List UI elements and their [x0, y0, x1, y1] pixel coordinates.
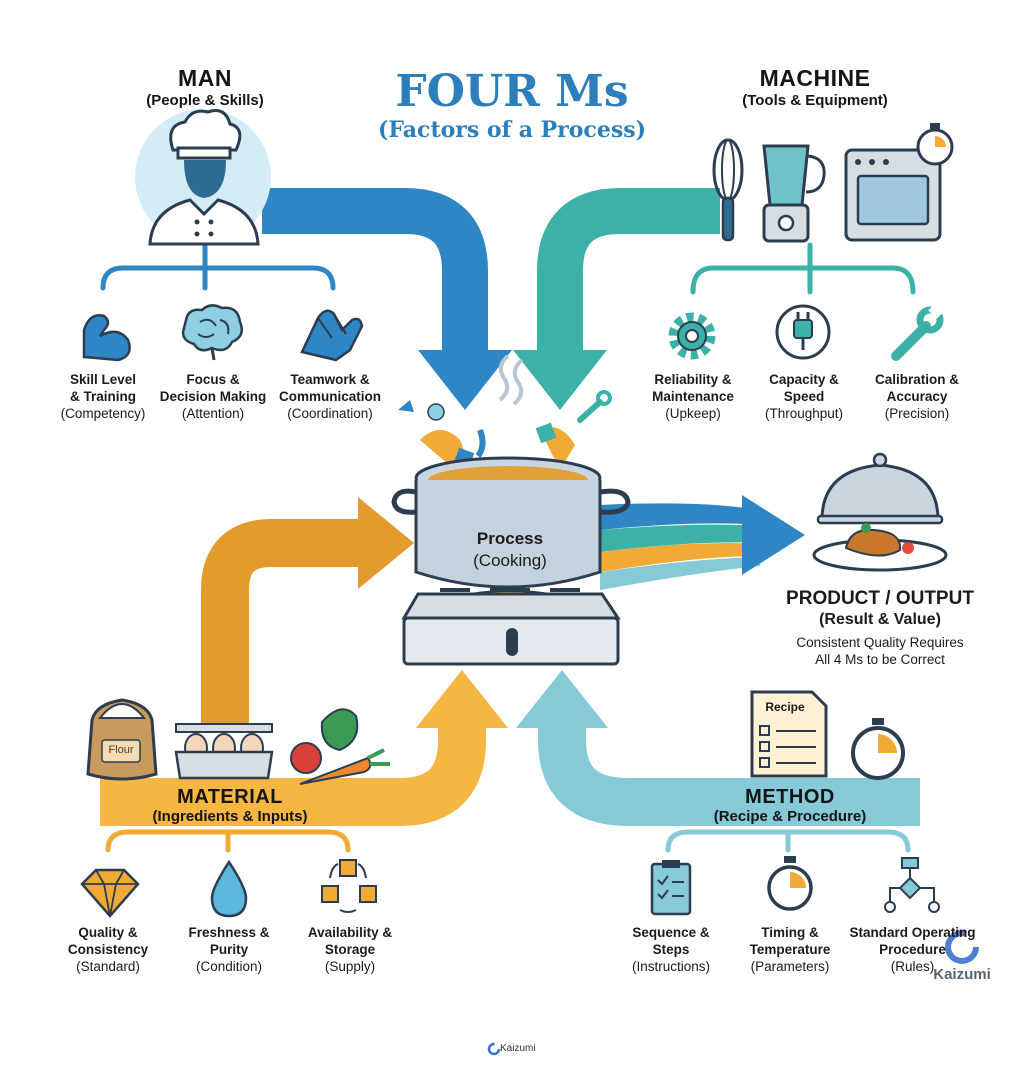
power-plug-icon	[775, 304, 831, 360]
material-item-freshness: Freshness &Purity(Condition)	[188, 925, 270, 974]
gear-icon	[668, 312, 716, 360]
method-subheading: (Recipe & Procedure)	[713, 808, 867, 825]
material-item-availability: Availability &Storage(Supply)	[307, 925, 393, 974]
stove-icon	[401, 588, 621, 666]
method-item-timing: Timing &Temperature(Parameters)	[749, 925, 831, 974]
watermark-text: Kaizumi	[933, 966, 991, 983]
man-connector	[100, 242, 336, 291]
material-item-quality: Quality &Consistency(Standard)	[67, 925, 149, 974]
cooking-pot-icon	[391, 456, 631, 589]
blender-icon	[762, 144, 826, 243]
flour-sack-icon	[86, 698, 158, 781]
kaizumi-footer-logo-icon	[487, 1042, 501, 1056]
flowchart-icon	[884, 857, 940, 913]
method-connector	[665, 829, 911, 853]
output-heading: PRODUCT / OUTPUT	[786, 588, 974, 609]
method-item-sequence: Sequence &Steps(Instructions)	[631, 925, 711, 974]
man-item-teamwork: Teamwork &Communication(Coordination)	[278, 372, 381, 421]
method-heading: METHOD	[745, 786, 835, 808]
recipe-card-label: Recipe	[765, 700, 805, 714]
water-drop-icon	[210, 859, 248, 918]
flour-label: Flour	[108, 744, 134, 756]
material-flow-arrow	[100, 497, 508, 826]
material-heading: MATERIAL	[177, 786, 283, 808]
output-subheading: (Result & Value)	[819, 611, 941, 628]
timer-icon	[916, 123, 954, 166]
cloche-dish-icon	[812, 452, 948, 572]
machine-item-calibration: Calibration &Accuracy(Precision)	[874, 372, 959, 421]
clasped-hands-icon	[300, 309, 364, 362]
machine-item-capacity: Capacity &Speed(Throughput)	[764, 372, 844, 421]
material-connector	[105, 829, 351, 853]
whisk-icon	[712, 138, 744, 242]
material-subheading: (Ingredients & Inputs)	[152, 808, 308, 825]
footer-brand: Kaizumi	[500, 1043, 536, 1054]
box-cycle-icon	[321, 859, 377, 913]
wrench-icon	[891, 303, 944, 361]
output-flow-arrow	[600, 495, 805, 590]
oven-icon	[844, 148, 942, 242]
method-flow-arrow	[516, 670, 920, 826]
kaizumi-watermark-logo-icon	[945, 930, 979, 964]
machine-flow-arrow	[513, 188, 720, 410]
page-title: FOUR Ms	[395, 66, 629, 117]
vegetables-icon	[290, 708, 390, 785]
man-heading: MAN	[178, 65, 232, 91]
machine-heading: MACHINE	[759, 65, 871, 91]
machine-connector	[690, 242, 916, 295]
brain-icon	[181, 304, 243, 361]
page-subtitle: (Factors of a Process)	[377, 117, 647, 143]
stopwatch-icon	[767, 856, 813, 911]
muscle-arm-icon	[82, 314, 131, 362]
stopwatch-large-icon	[851, 718, 905, 780]
machine-subheading: (Tools & Equipment)	[742, 92, 888, 109]
man-item-focus: Focus &Decision Making(Attention)	[159, 372, 267, 421]
man-item-skill: Skill Level& Training(Competency)	[60, 372, 146, 421]
machine-item-reliability: Reliability &Maintenance(Upkeep)	[652, 372, 734, 421]
chef-avatar-icon	[135, 109, 271, 246]
checklist-icon	[650, 860, 692, 916]
man-flow-arrow	[262, 188, 512, 410]
diamond-icon	[80, 868, 140, 918]
egg-carton-icon	[174, 723, 274, 780]
man-subheading: (People & Skills)	[146, 92, 264, 109]
process-label: Process(Cooking)	[473, 529, 547, 570]
recipe-card-icon	[750, 690, 828, 778]
